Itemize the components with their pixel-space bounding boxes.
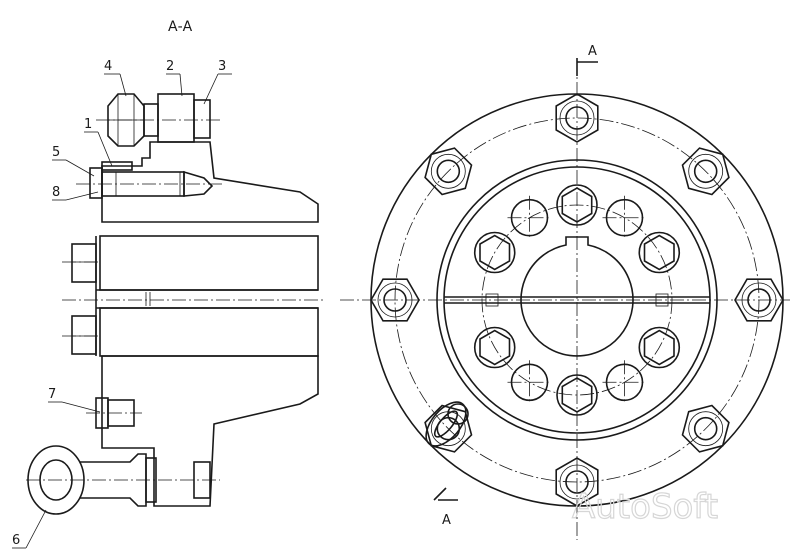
bore-bolt-upper bbox=[62, 243, 100, 283]
top-bolt bbox=[96, 93, 222, 147]
outer-nut bbox=[370, 278, 420, 322]
inner-bolt-head bbox=[561, 187, 593, 223]
inner-bolt-hole bbox=[473, 326, 516, 369]
hub-inner-edge bbox=[443, 166, 711, 434]
section-view: 4 2 3 1 5 8 7 6 bbox=[12, 59, 326, 549]
section-title: А-А bbox=[168, 19, 193, 35]
callout-7: 7 bbox=[48, 387, 56, 402]
callout-4: 4 bbox=[104, 59, 112, 74]
callout-5: 5 bbox=[52, 145, 60, 160]
inner-bolt-circle bbox=[481, 204, 673, 396]
callout-3: 3 bbox=[218, 59, 226, 74]
shaft-bore-keyway bbox=[520, 236, 634, 357]
callout-6: 6 bbox=[12, 533, 20, 548]
callout-1: 1 bbox=[84, 117, 92, 132]
eye-bolt bbox=[26, 445, 220, 515]
outer-nut bbox=[555, 457, 599, 507]
inner-bolt-hole bbox=[556, 184, 598, 226]
inner-bolt-head bbox=[479, 234, 511, 271]
outer-bolt-nuts bbox=[370, 93, 784, 507]
front-eye-bolt bbox=[425, 401, 469, 447]
watermark: AutoSoft bbox=[572, 487, 718, 527]
section-mark-top: А bbox=[588, 44, 597, 59]
callout-leaders bbox=[12, 73, 232, 549]
inner-bolt-head bbox=[643, 234, 675, 271]
inner-bolt-head bbox=[561, 377, 593, 413]
inner-bolt-hole bbox=[638, 231, 681, 274]
hub-outer-edge bbox=[436, 159, 718, 441]
inner-bolt-head bbox=[479, 329, 511, 366]
inner-bolt-hole bbox=[473, 231, 516, 274]
inner-bolt-hole bbox=[638, 326, 681, 369]
upper-bore bbox=[99, 235, 319, 291]
middle-bolt bbox=[76, 161, 222, 199]
outer-bolt-circle bbox=[394, 117, 760, 483]
lower-small-bolt bbox=[86, 397, 142, 429]
upper-hub-body bbox=[101, 141, 319, 223]
bore-bolt-lower bbox=[62, 315, 100, 355]
lower-bore bbox=[99, 307, 319, 357]
outer-nut bbox=[681, 404, 730, 453]
inner-holes bbox=[507, 195, 647, 405]
front-view: А А bbox=[340, 44, 790, 540]
outer-nut bbox=[424, 147, 473, 196]
inner-hex-bolts bbox=[473, 184, 681, 416]
lower-hub-body bbox=[101, 355, 319, 507]
callout-8: 8 bbox=[52, 185, 60, 200]
outer-nut bbox=[555, 93, 599, 143]
callout-2: 2 bbox=[166, 59, 174, 74]
inner-bolt-hole bbox=[556, 374, 598, 416]
section-mark-bottom: А bbox=[442, 513, 451, 528]
outer-nut bbox=[734, 278, 784, 322]
outer-nut bbox=[681, 147, 730, 196]
inner-bolt-head bbox=[643, 329, 675, 366]
